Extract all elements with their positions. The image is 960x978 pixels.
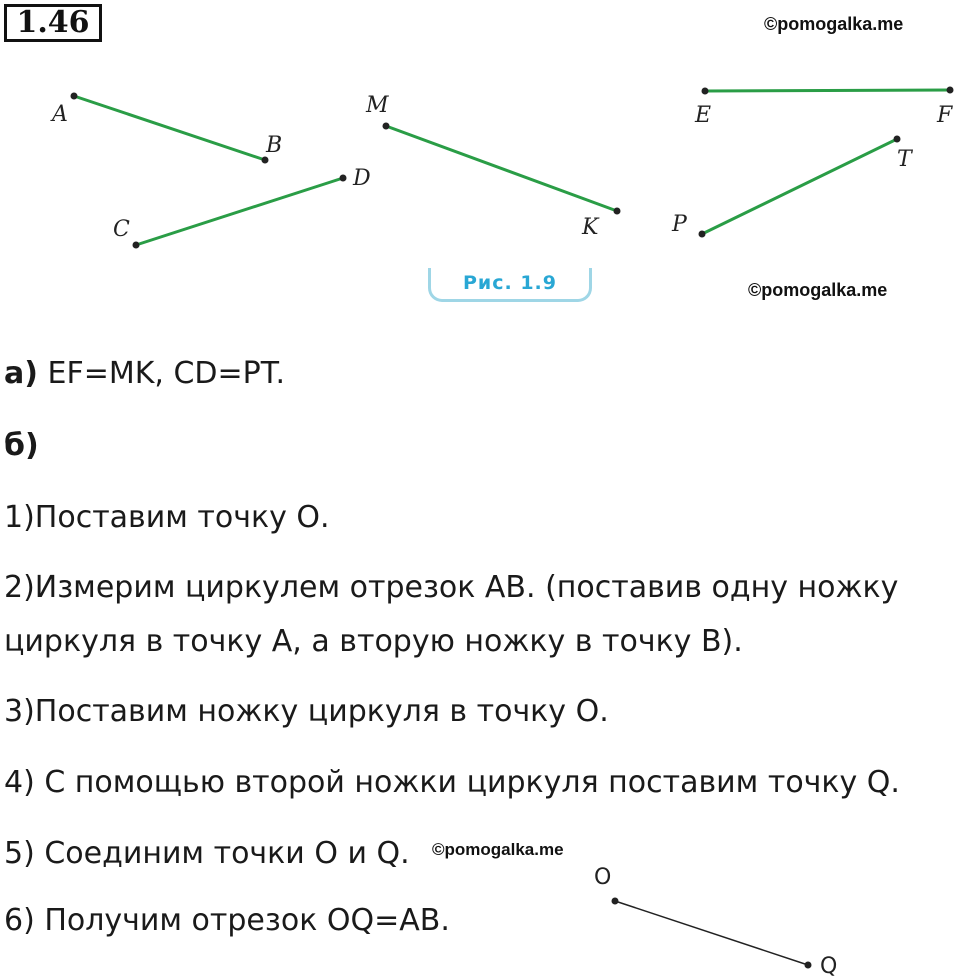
part-a-text: EF=MK, CD=PT. [37, 356, 286, 391]
step-3: 3)Поставим ножку циркуля в точку О. [4, 694, 609, 729]
segment-EF [703, 88, 952, 93]
part-a-line: а) EF=MK, CD=PT. [4, 356, 285, 391]
segment-OQ [614, 900, 809, 966]
watermark-top: ©pomogalka.me [764, 14, 904, 34]
segments-figure: A B C D M K E F P T [50, 86, 954, 249]
label-E: E [694, 103, 711, 128]
step-4: 4) С помощью второй ножки циркуля постав… [4, 765, 900, 800]
label-B: B [265, 133, 282, 158]
label-C: C [113, 217, 130, 242]
figure-caption: Рис. 1.9 [428, 268, 592, 302]
watermark-figure: ©pomogalka.me [748, 280, 888, 300]
point-D [339, 174, 347, 182]
point-C [132, 241, 140, 249]
step-5: 5) Соединим точки О и Q. [4, 836, 410, 871]
label-A: A [50, 102, 68, 127]
point-T [893, 135, 901, 143]
point-E [701, 87, 709, 95]
label-P: P [671, 212, 688, 237]
segment-PT [700, 137, 899, 236]
point-B [261, 156, 269, 164]
watermark-inline: ©pomogalka.me [432, 840, 564, 859]
step-1: 1)Поставим точку О. [4, 500, 330, 535]
point-P [698, 230, 706, 238]
segment-CD [134, 176, 345, 247]
point-O [611, 897, 619, 905]
label-T: T [897, 147, 914, 172]
label-D: D [352, 166, 371, 191]
step-6: 6) Получим отрезок ОQ=АВ. [4, 903, 450, 938]
point-K [613, 207, 621, 215]
step-2: 2)Измерим циркулем отрезок АВ. (поставив… [4, 570, 899, 605]
point-Q [804, 961, 812, 969]
label-O: O [594, 865, 611, 890]
task-number: 1.46 [16, 5, 90, 40]
segment-MK [384, 124, 619, 213]
part-b-label: б) [4, 428, 39, 463]
label-M: M [365, 93, 389, 118]
segment-AB [72, 94, 267, 162]
label-F: F [936, 103, 953, 128]
label-Q: Q [820, 954, 837, 978]
step-2-continued: циркуля в точку А, а вторую ножку в точк… [4, 624, 743, 659]
task-number-box: 1.46 [4, 4, 102, 42]
point-A [70, 92, 78, 100]
point-M [382, 122, 390, 130]
label-K: K [581, 215, 600, 240]
point-F [946, 86, 954, 94]
part-a-label: а) [4, 356, 38, 391]
